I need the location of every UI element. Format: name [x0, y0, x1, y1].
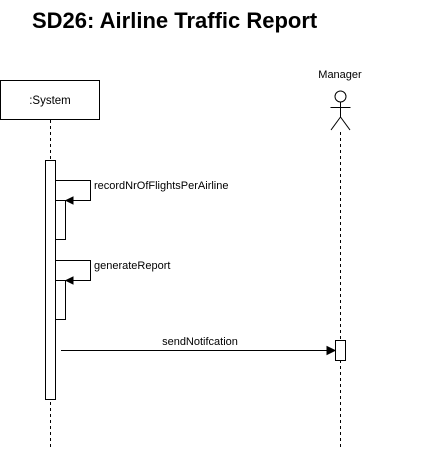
- arrowhead-icon: [64, 276, 74, 285]
- message-send-notification: sendNotifcation: [61, 336, 337, 356]
- manager-participant: Manager: [318, 69, 362, 131]
- system-participant-box: [0, 80, 100, 120]
- system-activation-bar: [45, 160, 56, 400]
- nested-activation-bar: [55, 200, 66, 240]
- arrowhead-icon: [326, 345, 337, 356]
- self-message-generate-report: generateReport: [55, 260, 170, 320]
- manager-activation-bar: [335, 340, 346, 361]
- system-participant-label: :System: [29, 95, 71, 107]
- message-label: generateReport: [94, 260, 170, 272]
- manager-participant-label: Manager: [318, 69, 362, 81]
- self-message-record-flights: recordNrOfFlightsPerAirline: [55, 180, 228, 240]
- actor-stick-figure-icon: [330, 90, 351, 131]
- message-label: sendNotifcation: [162, 336, 238, 348]
- system-participant: :System: [0, 80, 100, 120]
- message-label: recordNrOfFlightsPerAirline: [94, 180, 228, 192]
- diagram-title: SD26: Airline Traffic Report: [32, 8, 318, 33]
- nested-activation-bar: [55, 280, 66, 320]
- arrowhead-icon: [64, 196, 74, 205]
